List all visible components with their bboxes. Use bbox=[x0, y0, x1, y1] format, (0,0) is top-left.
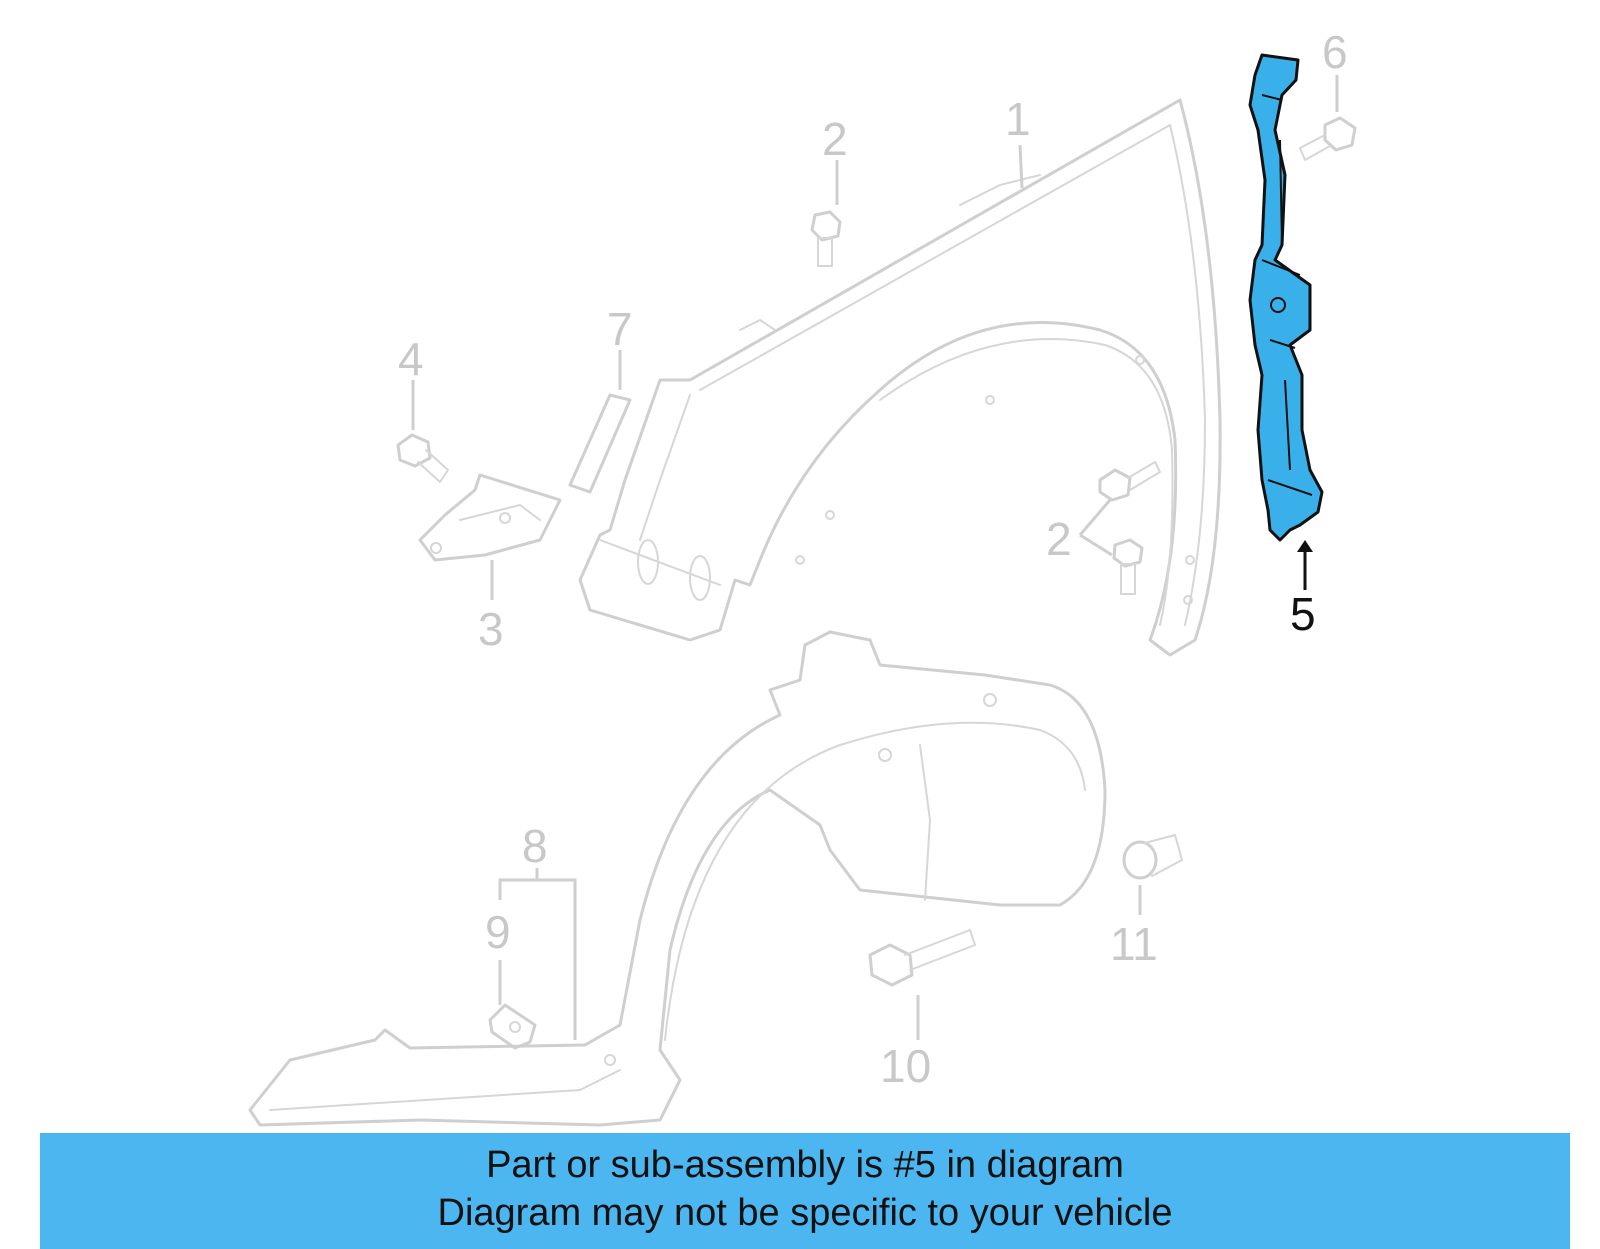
callout-9: 9 bbox=[485, 906, 511, 958]
callout-3: 3 bbox=[478, 603, 504, 655]
leader-lines bbox=[411, 75, 1339, 1040]
bolt-2-top bbox=[810, 210, 842, 267]
callout-5: 5 bbox=[1290, 588, 1316, 640]
strip-7 bbox=[568, 393, 632, 494]
callout-4: 4 bbox=[398, 333, 424, 385]
bolt-6 bbox=[1299, 116, 1357, 161]
bolt-4 bbox=[396, 433, 449, 483]
callout-1: 1 bbox=[1005, 93, 1031, 145]
callout-7: 7 bbox=[607, 303, 633, 355]
bracket-3 bbox=[418, 473, 562, 562]
fender-part bbox=[578, 98, 1222, 657]
callout-10: 10 bbox=[880, 1040, 931, 1092]
part-5-highlighted bbox=[1248, 53, 1324, 542]
callout-labels: 1 2 6 7 4 3 2 5 8 9 11 10 bbox=[398, 26, 1348, 1092]
callout-2-right: 2 bbox=[1046, 513, 1072, 565]
bolt-10 bbox=[868, 929, 976, 987]
banner-line-1: Part or sub-assembly is #5 in diagram bbox=[486, 1144, 1124, 1186]
callout-11: 11 bbox=[1110, 918, 1158, 970]
nut-9 bbox=[488, 1003, 537, 1050]
info-banner: Part or sub-assembly is #5 in diagram Di… bbox=[40, 1133, 1570, 1249]
callout-8: 8 bbox=[522, 820, 548, 872]
splash-shield-8 bbox=[248, 630, 1107, 1127]
bolt-2-right bbox=[1098, 461, 1161, 595]
callout-6: 6 bbox=[1322, 26, 1348, 78]
clip-11 bbox=[1122, 834, 1183, 880]
callout-2-top: 2 bbox=[822, 113, 848, 165]
banner-line-2: Diagram may not be specific to your vehi… bbox=[437, 1192, 1173, 1234]
